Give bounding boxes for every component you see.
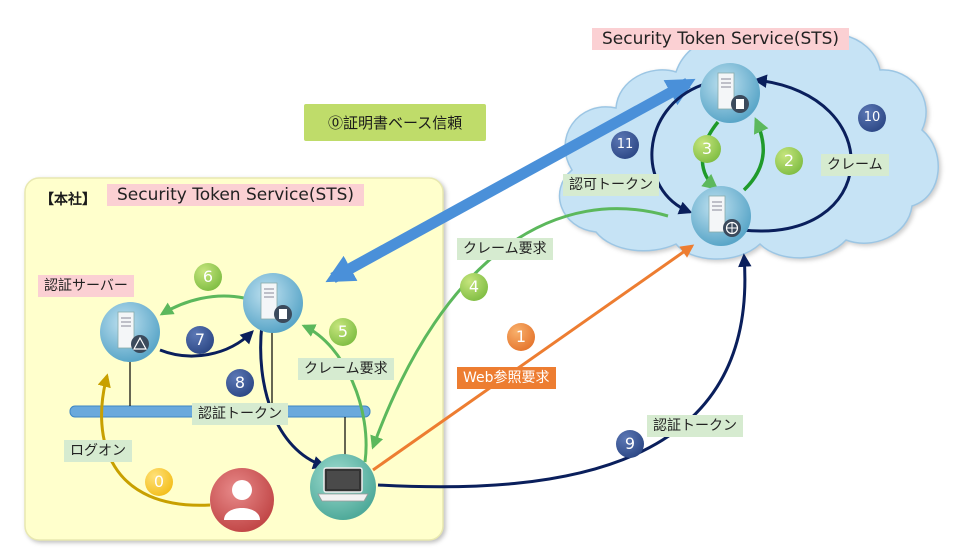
claim-label: クレーム	[821, 154, 889, 176]
office-sts-server-icon	[243, 273, 303, 333]
office-sts-title: Security Token Service(STS)	[107, 184, 365, 206]
step-badge-6: 6	[194, 263, 222, 291]
cloud-sts-title: Security Token Service(STS)	[592, 28, 850, 50]
step-badge-4: 4	[460, 273, 488, 301]
auth-token-local-label: 認証トークン	[192, 403, 288, 425]
claim-request-cloud-label: クレーム要求	[457, 238, 553, 260]
step-badge-9: 9	[616, 430, 644, 458]
head-office-label: 【本社】	[40, 192, 96, 208]
laptop-icon	[310, 454, 376, 520]
step-badge-3: 3	[693, 135, 721, 163]
authz-token-label: 認可トークン	[563, 174, 659, 196]
trust-arrow	[325, 78, 696, 283]
auth-server-label: 認証サーバー	[38, 275, 134, 297]
step-badge-8: 8	[226, 369, 254, 397]
arrow-2	[742, 117, 769, 192]
step-badge-0: 0	[145, 468, 173, 496]
claim-request-local-label: クレーム要求	[298, 358, 394, 380]
step-badge-10: 10	[858, 104, 886, 132]
step-badge-11: 11	[611, 131, 639, 159]
step-badge-7: 7	[186, 326, 214, 354]
logon-label: ログオン	[64, 440, 132, 462]
arrow-7	[159, 330, 254, 358]
arrow-1-web-request	[372, 244, 695, 472]
user-icon	[210, 468, 274, 532]
step-badge-5: 5	[329, 318, 357, 346]
server-document-icon	[700, 63, 760, 123]
arrow-5-claim-request	[301, 324, 368, 463]
step-badge-2: 2	[775, 147, 803, 175]
web-request-label: Web参照要求	[457, 367, 556, 389]
arrow-6	[159, 294, 245, 316]
step-badge-1: 1	[507, 323, 535, 351]
auth-token-cloud-label: 認証トークン	[647, 415, 743, 437]
arrow-0-logon	[97, 373, 211, 507]
trust-banner: ⓪証明書ベース信頼	[304, 104, 487, 141]
arrow-11-authz-token	[650, 83, 703, 215]
server-globe-icon	[691, 186, 751, 246]
server-warning-icon	[100, 302, 160, 362]
